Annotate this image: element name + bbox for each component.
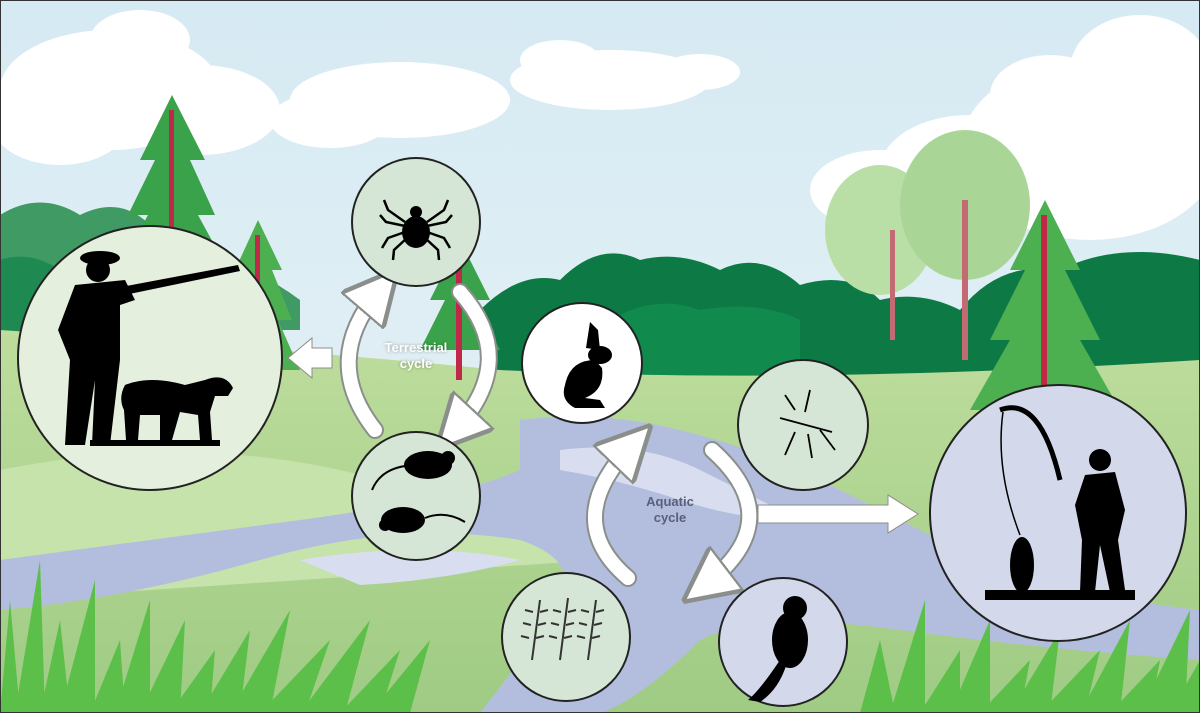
larvae-node	[502, 573, 630, 701]
fisherman-node	[930, 385, 1186, 641]
aquatic-label-line2: cycle	[630, 510, 710, 526]
terrestrial-cycle-label: Terrestrial cycle	[370, 340, 462, 372]
rodents-node	[352, 432, 480, 560]
hunter-node	[18, 226, 282, 490]
terrestrial-label-line2: cycle	[370, 356, 462, 372]
aquatic-label-line1: Aquatic	[630, 494, 710, 510]
mosquito-node	[738, 360, 868, 490]
tick-node	[352, 158, 480, 286]
terrestrial-label-line1: Terrestrial	[370, 340, 462, 356]
hare-node	[522, 303, 642, 423]
aquatic-cycle-label: Aquatic cycle	[630, 494, 710, 526]
beaver-node	[719, 578, 847, 706]
